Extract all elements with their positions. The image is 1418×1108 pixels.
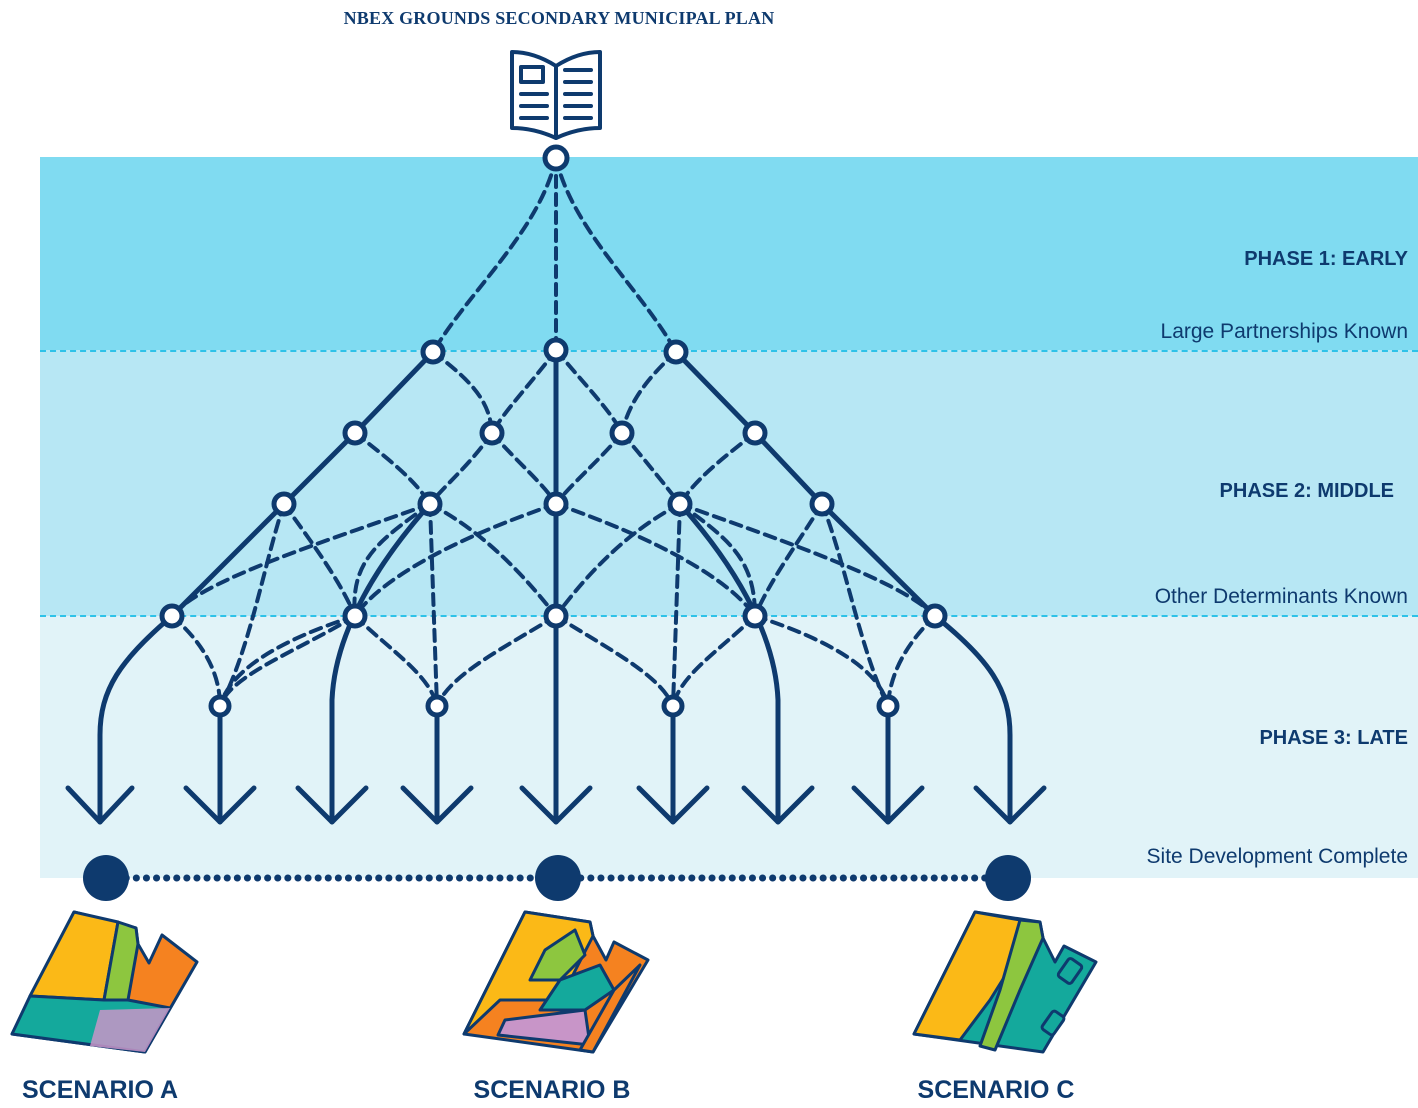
scenario-a-label: SCENARIO A [21, 1076, 179, 1104]
node [742, 603, 768, 629]
nodes [159, 144, 948, 718]
node [425, 694, 449, 718]
scenario-b-label: SCENARIO B [473, 1076, 631, 1104]
outcome-node-b [535, 855, 581, 901]
solid-paths [97, 347, 1013, 825]
milestone-3-label: Site Development Complete [1146, 845, 1408, 868]
plan-title: NBEX GROUNDS SECONDARY MUNICIPAL PLAN [343, 8, 775, 28]
milestone-divider-1 [40, 350, 1418, 352]
node [342, 603, 368, 629]
node [876, 694, 900, 718]
node [543, 337, 569, 363]
node [922, 603, 948, 629]
phase-3-band [40, 616, 1418, 878]
node [667, 491, 693, 517]
open-book-icon [510, 50, 602, 140]
phase-3-label: PHASE 3: LATE [1259, 727, 1408, 749]
node [342, 420, 368, 446]
node [661, 694, 685, 718]
node [417, 491, 443, 517]
scenario-a-site-map [10, 910, 199, 1054]
node [543, 491, 569, 517]
milestone-divider-2 [40, 615, 1418, 617]
scenario-c-label: SCENARIO C [917, 1076, 1075, 1104]
node [159, 603, 185, 629]
root-node [542, 144, 570, 172]
milestone-1-label: Large Partnerships Known [1160, 320, 1408, 343]
dashed-paths [170, 156, 937, 708]
scenario-c-site-map [912, 910, 1098, 1054]
outcome-node-c [985, 855, 1031, 901]
node [609, 420, 635, 446]
phase-1-band [40, 157, 1418, 350]
node [271, 491, 297, 517]
node [208, 694, 232, 718]
outcome-nodes [83, 855, 1031, 901]
node [420, 339, 446, 365]
phase-2-label: PHASE 2: MIDDLE [1219, 480, 1394, 502]
node [742, 420, 768, 446]
arrowheads [65, 785, 1047, 825]
scenario-b-site-map [462, 910, 650, 1054]
outcome-node-a [83, 855, 129, 901]
node [663, 339, 689, 365]
node [543, 603, 569, 629]
node [809, 491, 835, 517]
node [479, 420, 505, 446]
phase-1-label: PHASE 1: EARLY [1244, 248, 1408, 270]
milestone-2-label: Other Determinants Known [1154, 585, 1408, 608]
